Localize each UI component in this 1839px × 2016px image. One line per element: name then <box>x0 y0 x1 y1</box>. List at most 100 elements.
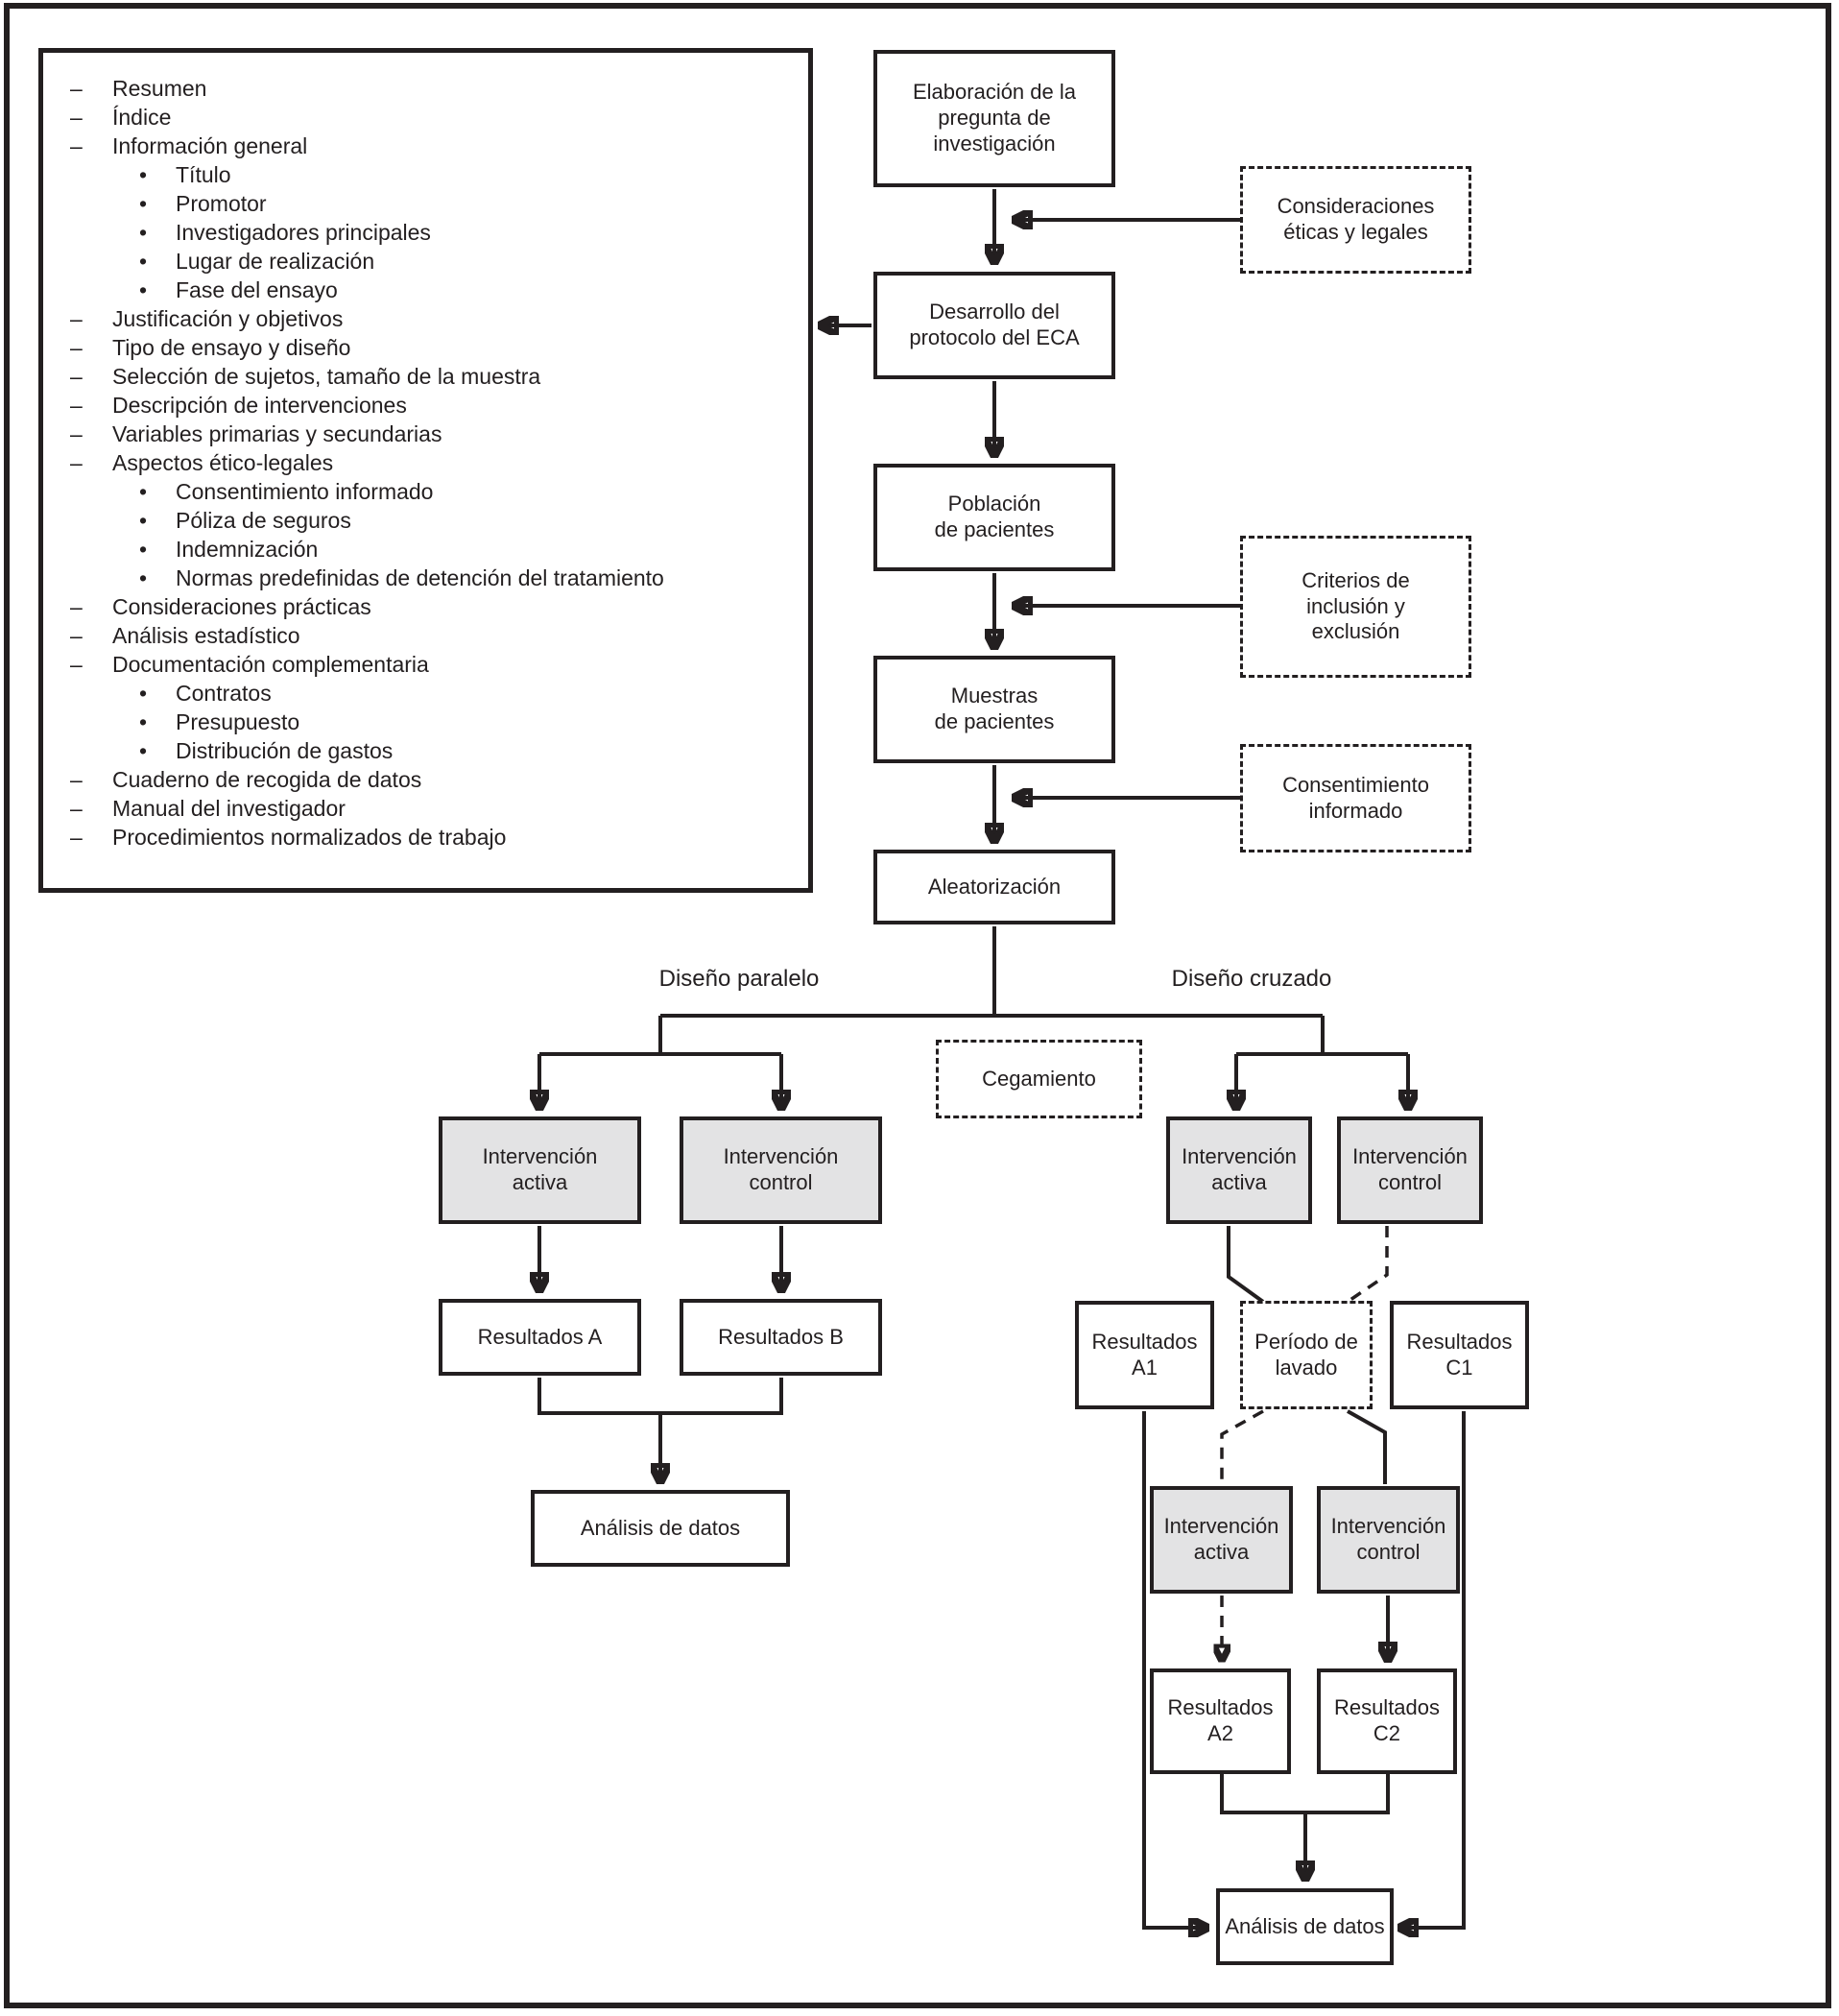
list-item: – Manual del investigador <box>43 794 808 823</box>
list-item-label: Promotor <box>176 191 267 216</box>
node-resultados-c1: Resultados C1 <box>1390 1301 1529 1409</box>
list-item: –Índice <box>43 103 808 132</box>
dash-marker: – <box>70 796 83 821</box>
node-cruzado-intervencion-activa-1: Intervención activa <box>1166 1116 1312 1224</box>
list-item-label: Póliza de seguros <box>176 508 351 533</box>
list-item: –Descripción de intervenciones <box>43 391 808 420</box>
list-item: – Selección de sujetos, tamaño de la mues… <box>43 362 808 391</box>
bullet-marker: • <box>139 565 148 590</box>
dash-marker: – <box>70 393 83 418</box>
list-item-label: Fase del ensayo <box>176 277 338 302</box>
list-item-label: Presupuesto <box>176 709 300 734</box>
list-item-label: Investigadores principales <box>176 220 431 245</box>
node-cruzado-intervencion-control-2: Intervención control <box>1317 1486 1460 1594</box>
list-item-label: Variables primarias y secundarias <box>112 421 442 446</box>
list-item-label: Distribución de gastos <box>176 738 394 763</box>
bullet-marker: • <box>139 508 148 533</box>
list-item-label: Resumen <box>112 76 207 101</box>
bullet-marker: • <box>139 191 148 216</box>
node-resultados-a1: Resultados A1 <box>1075 1301 1214 1409</box>
list-item-label: Justificación y objetivos <box>112 306 344 331</box>
note-periodo-lavado: Período de lavado <box>1240 1301 1373 1409</box>
node-poblacion-pacientes: Población de pacientes <box>873 464 1115 571</box>
dash-marker: – <box>70 652 83 677</box>
list-item: – Justificación y objetivos <box>43 304 808 333</box>
dash-marker: – <box>70 306 83 331</box>
list-item-label: Indemnización <box>176 537 319 562</box>
list-item-label: Título <box>176 162 231 187</box>
parallel-branch-arrows <box>539 1226 781 1480</box>
bullet-marker: • <box>139 537 148 562</box>
list-item: • Indemnización <box>43 535 808 564</box>
node-elaboracion-pregunta: Elaboración de la pregunta de investigac… <box>873 50 1115 187</box>
list-item: • Póliza de seguros <box>43 506 808 535</box>
dash-marker: – <box>70 335 83 360</box>
dash-marker: – <box>70 594 83 619</box>
crossover-branch-arrows <box>1142 1226 1466 1928</box>
main-flow-arrows <box>822 189 994 840</box>
list-item-label: Contratos <box>176 681 272 706</box>
list-item-label: Cuaderno de recogida de datos <box>112 767 422 792</box>
list-item: • Título <box>43 160 808 189</box>
node-muestras-pacientes: Muestras de pacientes <box>873 656 1115 763</box>
list-item-label: Normas predefinidas de detención del tra… <box>176 565 664 590</box>
list-item: – Aspectos ético-legales <box>43 448 808 477</box>
list-item: • Normas predefinidas de detención del tr… <box>43 564 808 592</box>
node-resultados-a: Resultados A <box>439 1299 641 1376</box>
node-resultados-b: Resultados B <box>680 1299 882 1376</box>
node-cruzado-intervencion-activa-2: Intervención activa <box>1150 1486 1293 1594</box>
list-item: – Consideraciones prácticas <box>43 592 808 621</box>
bullet-marker: • <box>139 277 148 302</box>
label-diseno-cruzado: Diseño cruzado <box>1171 966 1332 992</box>
bullet-marker: • <box>139 220 148 245</box>
node-aleatorizacion: Aleatorización <box>873 850 1115 924</box>
dash-marker: – <box>70 364 83 389</box>
node-cruzado-intervencion-control-1: Intervención control <box>1337 1116 1483 1224</box>
list-item-label: Lugar de realización <box>176 249 375 274</box>
randomization-split <box>539 926 1408 1107</box>
list-item: – Información general <box>43 132 808 160</box>
bullet-marker: • <box>139 162 148 187</box>
bullet-marker: • <box>139 738 148 763</box>
list-item: • Investigadores principales <box>43 218 808 247</box>
list-item: – Análisis estadístico <box>43 621 808 650</box>
list-item: •Presupuesto <box>43 708 808 736</box>
list-item-label: Tipo de ensayo y diseño <box>112 335 351 360</box>
list-item-label: Manual del investigador <box>112 796 346 821</box>
dash-marker: – <box>70 105 83 130</box>
protocol-contents-box: –Resumen–Índice–Información general•Títu… <box>38 48 813 893</box>
label-diseno-paralelo: Diseño paralelo <box>658 966 820 992</box>
node-resultados-c2: Resultados C2 <box>1317 1668 1457 1774</box>
list-item: –Cuaderno de recogida de datos <box>43 765 808 794</box>
list-item-label: Análisis estadístico <box>112 623 300 648</box>
dash-marker: – <box>70 76 83 101</box>
note-consentimiento-informado: Consentimiento informado <box>1240 744 1471 852</box>
list-item: •Consentimiento informado <box>43 477 808 506</box>
list-item-label: Consentimiento informado <box>176 479 434 504</box>
list-item-label: Consideraciones prácticas <box>112 594 371 619</box>
list-item-label: Aspectos ético-legales <box>112 450 334 475</box>
note-consideraciones-eticas: Consideraciones éticas y legales <box>1240 166 1471 274</box>
list-item: •Lugar de realización <box>43 247 808 276</box>
list-item: –Variables primarias y secundarias <box>43 420 808 448</box>
node-analisis-datos-cruzado: Análisis de datos <box>1216 1888 1394 1965</box>
dash-marker: – <box>70 450 83 475</box>
note-criterios-inclusion: Criterios de inclusión y exclusión <box>1240 536 1471 678</box>
list-item-label: Documentación complementaria <box>112 652 429 677</box>
list-item-label: Selección de sujetos, tamaño de la muest… <box>112 364 541 389</box>
dash-marker: – <box>70 133 83 158</box>
list-item: – Tipo de ensayo y diseño <box>43 333 808 362</box>
list-item-label: Información general <box>112 133 308 158</box>
dash-marker: – <box>70 623 83 648</box>
list-item: • Fase del ensayo <box>43 276 808 304</box>
node-paralelo-intervencion-control: Intervención control <box>680 1116 882 1224</box>
dash-marker: – <box>70 825 83 850</box>
node-desarrollo-protocolo: Desarrollo del protocolo del ECA <box>873 272 1115 379</box>
side-note-arrows <box>1015 220 1240 798</box>
list-item: • Distribución de gastos <box>43 736 808 765</box>
protocol-contents-list: –Resumen–Índice–Información general•Títu… <box>43 74 808 852</box>
node-paralelo-intervencion-activa: Intervención activa <box>439 1116 641 1224</box>
node-resultados-a2: Resultados A2 <box>1150 1668 1291 1774</box>
